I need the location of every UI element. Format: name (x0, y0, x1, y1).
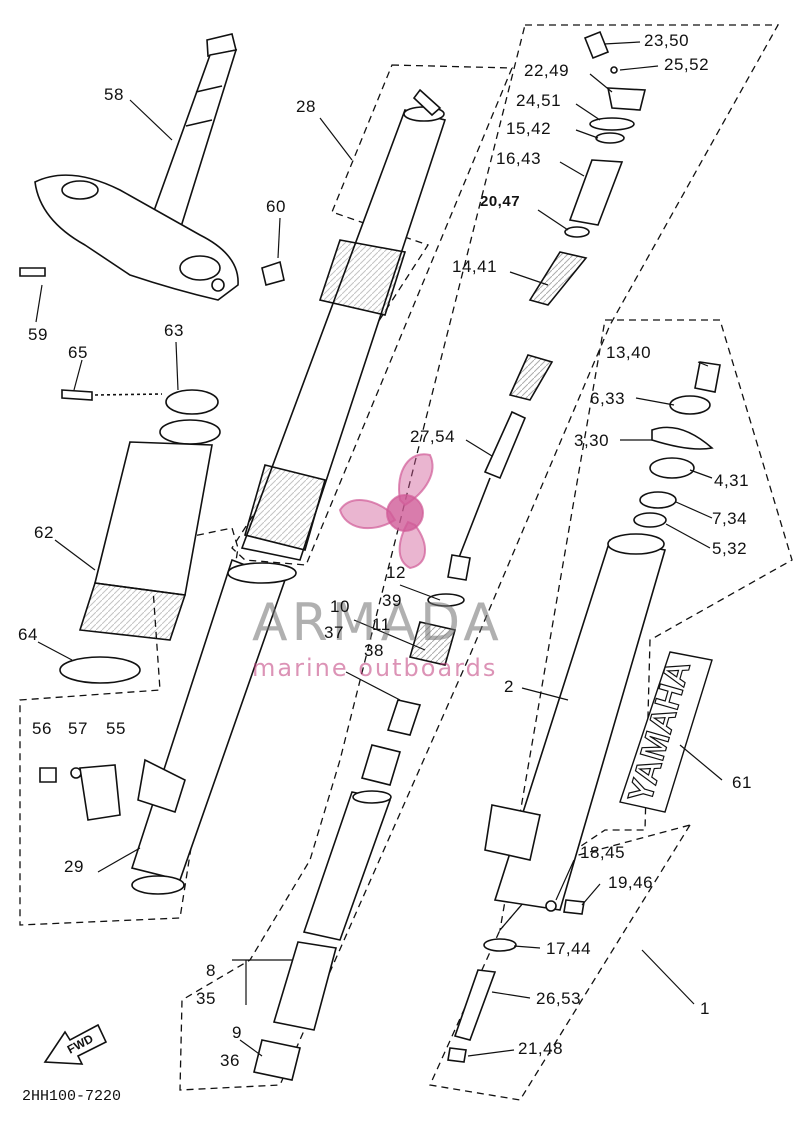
callout-28: 28 (296, 97, 316, 116)
left-fork-boundary (19, 527, 239, 926)
watermark-name: ARMADA (252, 593, 503, 653)
callout-24-51: 24,51 (516, 91, 561, 110)
callout-12: 12 (386, 563, 406, 582)
drain-kit-boundary (429, 823, 692, 1101)
callout-61: 61 (732, 773, 752, 792)
inner-tube-boundary (179, 24, 780, 1091)
callout-3-30: 3,30 (574, 431, 609, 450)
fwd-arrow: FWD (43, 1023, 108, 1065)
callout-4-31: 4,31 (714, 471, 749, 490)
callout-23-50: 23,50 (644, 31, 689, 50)
callout-60: 60 (266, 197, 286, 216)
callout-55: 55 (106, 719, 126, 738)
callout-35: 35 (196, 989, 216, 1008)
propeller-logo (338, 453, 434, 570)
callout-57: 57 (68, 719, 88, 738)
callout-17-44: 17,44 (546, 939, 591, 958)
watermark: ARMADA marine outboards (252, 453, 503, 682)
callout-16-43: 16,43 (496, 149, 541, 168)
callout-6-33: 6,33 (590, 389, 625, 408)
callout-21-48: 21,48 (518, 1039, 563, 1058)
callout-20-47: 20,47 (480, 193, 520, 210)
leader-lines (35, 41, 723, 1057)
callout-25-52: 25,52 (664, 55, 709, 74)
callout-39: 39 (382, 591, 402, 610)
drawing-reference-code: 2HH100-7220 (22, 1088, 121, 1105)
callout-29: 29 (64, 857, 84, 876)
left-fork (39, 389, 287, 895)
outer-tube (227, 88, 447, 584)
callout-62: 62 (34, 523, 54, 542)
callout-11: 11 (372, 615, 391, 634)
outer-tube-boundary (231, 64, 513, 566)
callout-58: 58 (104, 85, 124, 104)
inner-tube (253, 790, 392, 1081)
callout-18-45: 18,45 (580, 843, 625, 862)
callout-36: 36 (220, 1051, 240, 1070)
callout-26-53: 26,53 (536, 989, 581, 1008)
seal-kit-boundary (498, 319, 793, 933)
callout-8: 8 (206, 961, 216, 980)
callout-9: 9 (232, 1023, 242, 1042)
callout-22-49: 22,49 (524, 61, 569, 80)
callout-59: 59 (28, 325, 48, 344)
callout-63: 63 (164, 321, 184, 340)
callout-37: 37 (324, 623, 344, 642)
callout-65: 65 (68, 343, 88, 362)
callout-1: 1 (700, 999, 710, 1018)
callout-27-54: 27,54 (410, 427, 455, 446)
callout-7-34: 7,34 (712, 509, 747, 528)
assembly-boundaries (19, 24, 793, 1101)
steering-stem (19, 33, 285, 301)
callout-2: 2 (504, 677, 514, 696)
callout-19-46: 19,46 (608, 873, 653, 892)
callout-38: 38 (364, 641, 384, 660)
callout-14-41: 14,41 (452, 257, 497, 276)
yamaha-decal: YAMAHA (619, 651, 713, 813)
callout-56: 56 (32, 719, 52, 738)
callout-64: 64 (18, 625, 38, 644)
damper-internals (360, 30, 647, 786)
callout-13-40: 13,40 (606, 343, 651, 362)
callout-5-32: 5,32 (712, 539, 747, 558)
watermark-tagline: marine outboards (252, 654, 497, 682)
callout-15-42: 15,42 (506, 119, 551, 138)
callout-10: 10 (330, 597, 350, 616)
right-fork (447, 361, 721, 1063)
callout-labels: 58 59 60 65 63 62 64 56 57 55 29 28 23,5… (18, 31, 752, 1070)
